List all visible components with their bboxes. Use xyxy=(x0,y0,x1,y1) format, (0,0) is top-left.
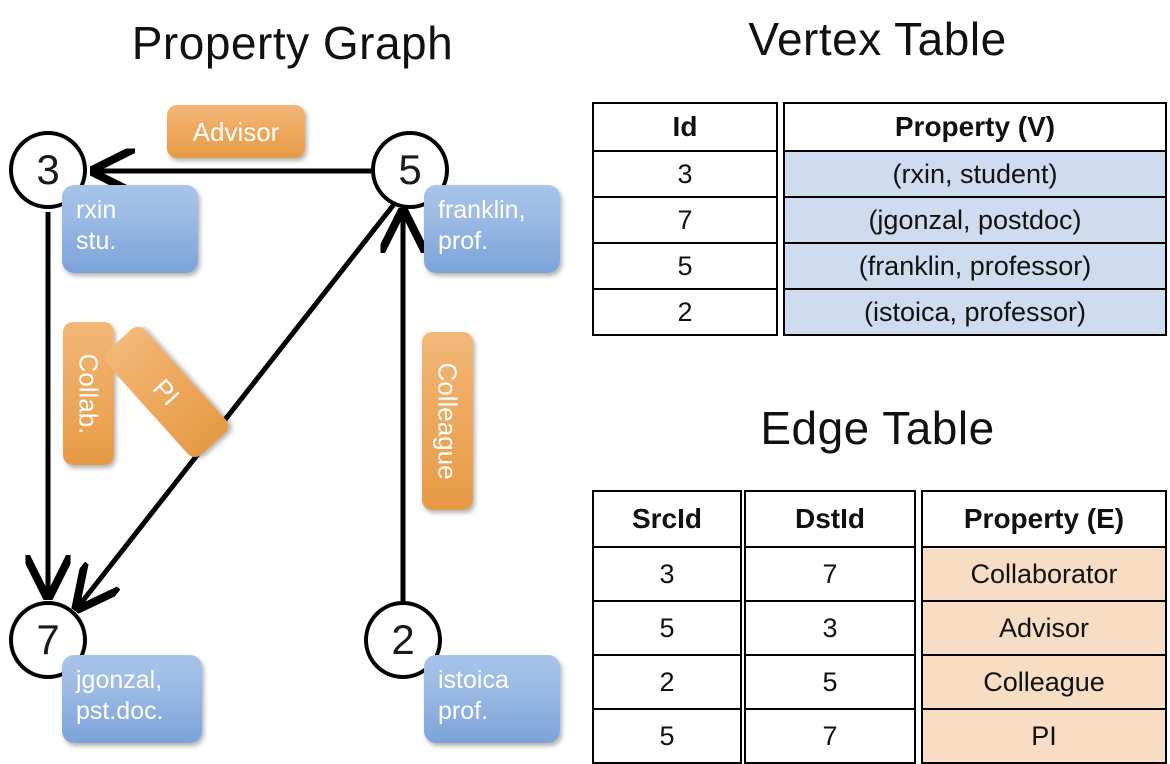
edge-property-cell: PI xyxy=(921,708,1167,764)
vertex-property-cell: (rxin, student) xyxy=(783,150,1167,198)
table-row: (rxin, student) xyxy=(783,150,1167,198)
edge-property-cell: Colleague xyxy=(921,654,1167,710)
vertex-property-callout-rxin: rxin stu. xyxy=(62,185,198,273)
edge-srcid-cell: 5 xyxy=(592,600,742,656)
edge-srcid-cell: 3 xyxy=(592,546,742,602)
page-title-edge-table: Edge Table xyxy=(760,402,995,454)
vertex-property-cell: (franklin, professor) xyxy=(783,242,1167,290)
table-header-row: Id xyxy=(592,102,778,152)
table-header-row: SrcId xyxy=(592,490,742,548)
page-title-vertex-table: Vertex Table xyxy=(748,13,1007,65)
edge-arrow-5-to-7 xyxy=(78,201,397,607)
table-row: PI xyxy=(921,708,1167,764)
table-row: 7 xyxy=(744,546,916,602)
table-row: 5 xyxy=(592,600,742,656)
table-row: Advisor xyxy=(921,600,1167,656)
vertex-id-cell: 7 xyxy=(592,196,778,244)
table-row: 5 xyxy=(592,242,778,290)
edge-srcid-cell: 5 xyxy=(592,708,742,764)
table-row: 2 xyxy=(592,288,778,336)
edge-dstid-cell: 5 xyxy=(744,654,916,710)
vertex-table-property-column: Property (V) (rxin, student) (jgonzal, p… xyxy=(783,102,1167,336)
vertex-property-callout-jgonzal: jgonzal, pst.doc. xyxy=(62,655,202,743)
table-row: 5 xyxy=(744,654,916,710)
edge-dstid-cell: 7 xyxy=(744,546,916,602)
edge-dstid-cell: 3 xyxy=(744,600,916,656)
edge-label-text-advisor: Advisor xyxy=(192,116,280,147)
vertex-id-cell: 5 xyxy=(592,242,778,290)
edge-srcid-cell: 2 xyxy=(592,654,742,710)
edge-dstid-cell: 7 xyxy=(744,708,916,764)
vertex-id-cell: 3 xyxy=(592,150,778,198)
edge-table-header-property: Property (E) xyxy=(921,490,1167,548)
edge-table-header-dstid: DstId xyxy=(744,490,916,548)
vertex-id-cell: 2 xyxy=(592,288,778,336)
table-row: (jgonzal, postdoc) xyxy=(783,196,1167,244)
page-title-property-graph: Property Graph xyxy=(131,17,454,69)
vertex-property-cell: (jgonzal, postdoc) xyxy=(783,196,1167,244)
graph-node-5[interactable]: 5 xyxy=(371,131,449,209)
edge-table-header-srcid: SrcId xyxy=(592,490,742,548)
vertex-property-cell: (istoica, professor) xyxy=(783,288,1167,336)
edge-label-text-collab: Collab. xyxy=(73,353,104,434)
table-row: 7 xyxy=(592,196,778,244)
edge-property-callout-colleague: Colleague xyxy=(422,332,473,510)
table-row: 2 xyxy=(592,654,742,710)
table-header-row: DstId xyxy=(744,490,916,548)
table-row: Collaborator xyxy=(921,546,1167,602)
vertex-table-id-column: Id 3 7 5 2 xyxy=(592,102,778,336)
table-row: 5 xyxy=(592,708,742,764)
table-header-row: Property (V) xyxy=(783,102,1167,152)
edge-property-callout-advisor: Advisor xyxy=(167,105,305,158)
table-row: (franklin, professor) xyxy=(783,242,1167,290)
table-header-row: Property (E) xyxy=(921,490,1167,548)
edge-property-cell: Advisor xyxy=(921,600,1167,656)
edge-table-srcid-column: SrcId 3 5 2 5 xyxy=(592,490,742,764)
edge-label-text-colleague: Colleague xyxy=(432,362,463,480)
vertex-table-header-id: Id xyxy=(592,102,778,152)
vertex-table-header-property: Property (V) xyxy=(783,102,1167,152)
vertex-property-callout-franklin: franklin, prof. xyxy=(424,185,560,273)
graph-node-2[interactable]: 2 xyxy=(364,601,442,679)
table-row: 7 xyxy=(744,708,916,764)
table-row: Colleague xyxy=(921,654,1167,710)
edge-table-dstid-column: DstId 7 3 5 7 xyxy=(744,490,916,764)
table-row: (istoica, professor) xyxy=(783,288,1167,336)
edge-property-callout-collab: Collab. xyxy=(63,322,114,465)
edge-property-cell: Collaborator xyxy=(921,546,1167,602)
vertex-property-callout-istoica: istoica prof. xyxy=(424,655,560,743)
property-graph-diagram: 3 5 7 2 rxin stu. franklin, prof. jgonza… xyxy=(0,0,585,760)
edge-label-text-pi: PI xyxy=(147,372,186,412)
table-row: 3 xyxy=(592,150,778,198)
table-row: 3 xyxy=(592,546,742,602)
graph-edge-arrows xyxy=(0,0,585,760)
table-row: 3 xyxy=(744,600,916,656)
edge-table-property-column: Property (E) Collaborator Advisor Collea… xyxy=(921,490,1167,764)
